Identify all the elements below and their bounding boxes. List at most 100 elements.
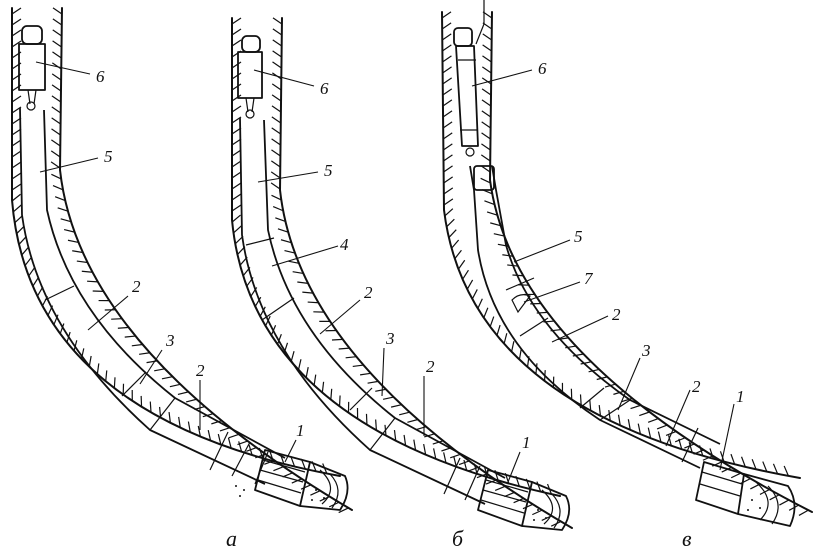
hatch-tick	[51, 73, 62, 81]
hatch-tick	[502, 254, 514, 257]
hatch-tick	[197, 425, 201, 437]
leader-3	[381, 347, 385, 397]
joint	[245, 109, 255, 119]
label-5: 5	[574, 227, 583, 246]
deflector-7	[511, 294, 531, 314]
hatch-tick	[482, 44, 492, 52]
segment-divider	[519, 317, 549, 337]
label-6: 6	[320, 79, 329, 98]
leader-5	[513, 239, 571, 263]
hatch-tick	[292, 271, 304, 275]
hatch-tick	[639, 411, 650, 417]
hatch-tick	[367, 380, 379, 384]
hatch-tick	[124, 335, 136, 338]
hatch-tick	[259, 306, 266, 317]
hatch-tick	[81, 270, 93, 273]
hatch-tick	[580, 361, 592, 365]
leader-2	[87, 295, 129, 331]
hatch-tick	[674, 437, 686, 443]
hatch-tick	[481, 121, 491, 129]
hatch-tick	[783, 465, 789, 477]
hatch-tick	[105, 370, 108, 382]
label-5: 5	[324, 161, 333, 180]
sand-dots	[747, 499, 761, 511]
hatch-tick	[352, 364, 364, 368]
tool-6-top	[21, 25, 43, 45]
hatch-tick	[403, 434, 407, 446]
segment-divider	[349, 387, 373, 411]
string-outer	[469, 165, 701, 469]
hatch-tick	[588, 368, 600, 373]
hatch-tick	[217, 433, 222, 445]
hatch-tick	[231, 94, 242, 102]
hatch-tick	[237, 440, 248, 446]
hatch-tick	[231, 204, 242, 212]
label-5: 5	[104, 147, 113, 166]
hatch-tick	[443, 165, 453, 173]
segment-divider	[245, 237, 275, 246]
variant-v: 6 5 7 2 3 2 1 в	[441, 0, 813, 551]
hatch-tick	[338, 507, 349, 514]
hatch-tick	[21, 246, 30, 256]
segment-divider	[209, 431, 229, 471]
hatch-tick	[271, 105, 282, 113]
tool-6-top	[241, 35, 261, 53]
hatch-tick	[730, 472, 742, 479]
hatch-tick	[441, 22, 452, 30]
hatch-tick	[18, 236, 27, 245]
hatch-tick	[442, 110, 453, 118]
hatch-tick	[271, 194, 282, 201]
label-7: 7	[584, 269, 594, 288]
hatch-tick	[227, 437, 232, 449]
hatch-tick	[76, 260, 88, 264]
hatch-tick	[271, 83, 282, 91]
hatch-tick	[481, 99, 492, 107]
hatch-tick	[231, 28, 242, 36]
hatch-tick	[481, 88, 492, 96]
hatch-tick	[231, 182, 242, 190]
hatch-tick	[454, 249, 462, 260]
leader-3	[617, 357, 641, 411]
hatch-tick	[302, 291, 314, 294]
segment-divider	[231, 441, 251, 477]
hatch-tick	[169, 383, 181, 388]
hatch-tick	[424, 433, 435, 438]
label-3: 3	[385, 329, 395, 348]
label-6: 6	[96, 67, 105, 86]
hatch-tick	[307, 301, 319, 304]
hatch-tick	[453, 456, 457, 467]
sand-dots	[235, 485, 325, 501]
segment-divider	[121, 371, 147, 397]
hatch-tick	[272, 206, 284, 212]
variant-a: 6 5 2 3 2 1 а	[11, 7, 353, 551]
hatch-tick	[451, 239, 460, 249]
hatch-tick	[59, 323, 65, 334]
hatch-tick	[177, 391, 189, 395]
hatch-tick	[161, 376, 173, 380]
hatch-tick	[231, 61, 242, 69]
hatch-tick	[709, 448, 714, 459]
hatch-tick	[532, 509, 543, 516]
hatch-tick	[338, 395, 341, 407]
hatch-tick	[481, 110, 492, 118]
hatch-tick	[290, 351, 295, 362]
hatch-tick	[751, 459, 757, 470]
label-2b: 2	[196, 361, 205, 380]
hatch-tick	[300, 484, 312, 490]
hatch-tick	[11, 40, 22, 48]
hatch-tick	[442, 132, 453, 140]
drill-bit-1	[695, 461, 796, 527]
hatch-tick	[482, 55, 492, 63]
hatch-tick	[231, 116, 242, 124]
hatch-tick	[490, 222, 501, 227]
hatch-tick	[228, 433, 240, 439]
string-outer	[239, 117, 486, 505]
hatch-tick	[270, 171, 281, 179]
hatch-tick	[450, 453, 461, 459]
hatch-tick	[238, 441, 243, 452]
wall-hatching	[441, 11, 809, 516]
hatch-tick	[231, 149, 242, 157]
hatch-tick	[503, 333, 508, 344]
label-3: 3	[165, 331, 175, 350]
